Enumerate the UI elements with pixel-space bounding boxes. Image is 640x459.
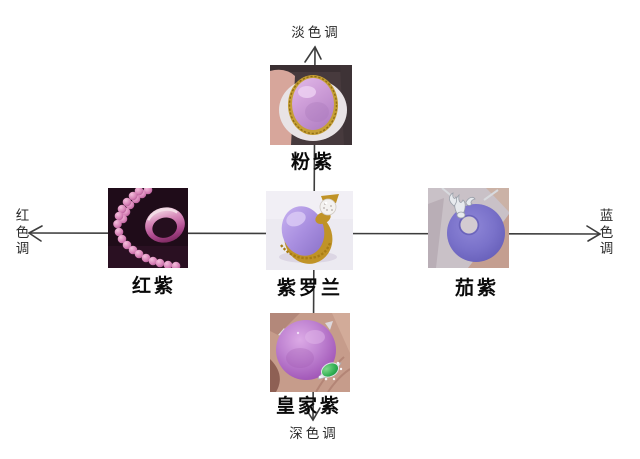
label-violet: 紫罗兰 [276,278,344,299]
violet-pendant-illustration [266,191,353,270]
royal-purple-photo [270,313,350,392]
label-pink-purple: 粉紫 [290,152,336,173]
axis-label-dark-tone: 深色调 [289,426,339,441]
axis-label-light-tone: 淡色调 [291,25,341,40]
label-eggplant-purple: 茄紫 [454,278,500,299]
royal-purple-ring-illustration [270,313,350,392]
pink-purple-ring-illustration [270,65,352,145]
label-red-purple: 红紫 [131,276,177,297]
eggplant-purple-photo [428,188,509,268]
bead-necklace-bangle-illustration [108,188,188,268]
red-purple-photo [108,188,188,268]
label-royal-purple: 皇家紫 [275,396,343,417]
axis-label-blue-tone: 蓝色调 [599,208,614,256]
axis-label-red-tone: 红色调 [15,208,30,256]
right-arrowhead-icon [586,225,602,242]
pink-purple-photo [270,65,352,145]
up-arrowhead-icon [304,45,322,63]
donut-pendant-illustration [428,188,509,268]
down-arrowhead-icon [303,405,321,422]
violet-photo [266,191,353,270]
left-arrowhead-icon [27,225,43,242]
